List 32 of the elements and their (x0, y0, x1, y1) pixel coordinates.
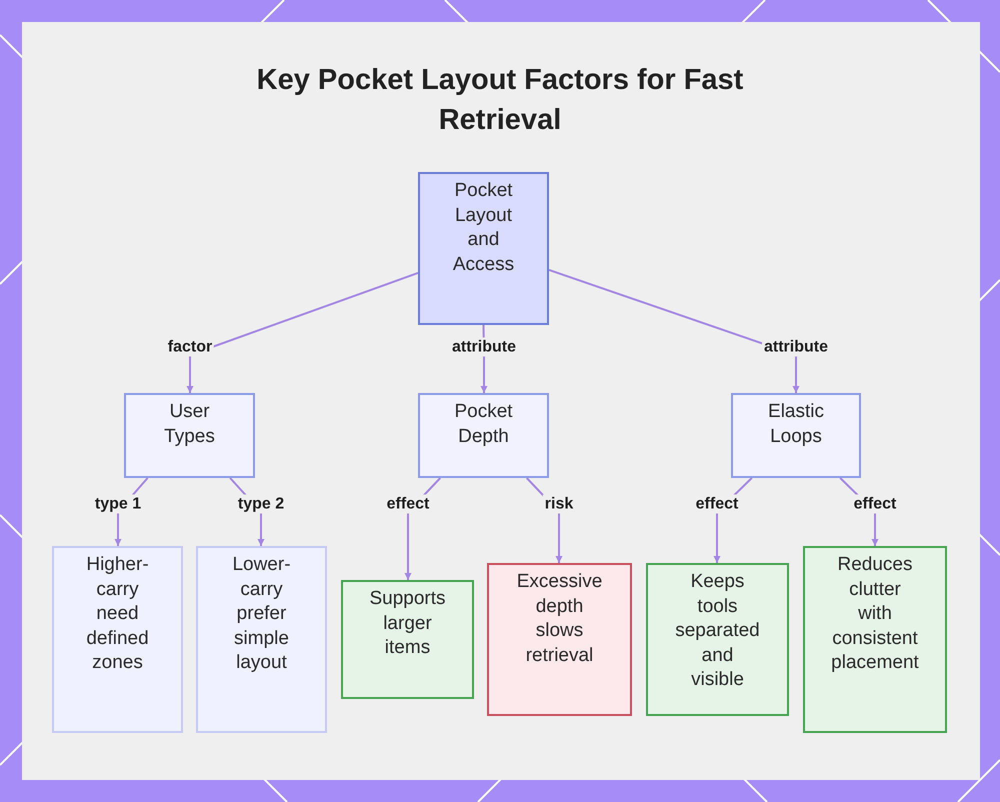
category-box (418, 393, 549, 478)
node-text: Elastic Loops (767, 400, 825, 448)
edge-label: effect (384, 494, 432, 514)
node-text: Supports larger items (368, 587, 447, 660)
title: Key Pocket Layout Factors for Fast Retrieval (256, 63, 744, 138)
node-text: Pocket Depth (453, 400, 514, 448)
type-box (196, 546, 327, 733)
node-text: Reduces clutter with consistent placement (830, 553, 920, 675)
edge-label: effect (694, 494, 740, 514)
edge-label: attribute (762, 338, 830, 356)
edge-label: factor (166, 338, 214, 356)
node-text: Lower-carry prefer simple layout (231, 553, 292, 675)
node-text: User Types (163, 400, 216, 448)
node-text: Higher-carry need defined zones (85, 553, 150, 675)
edge-label: effect (852, 494, 898, 514)
type-box (52, 546, 183, 733)
connector-arrow (186, 272, 418, 393)
node-text: Excessive depth slows retrieval (516, 570, 604, 668)
edge-label: type 1 (92, 494, 144, 514)
edge-label: risk (542, 494, 576, 514)
connector-arrow (548, 268, 800, 393)
node-text: Keeps tools separated and visible (674, 570, 760, 692)
risk-box (487, 563, 632, 716)
effect-box (341, 580, 474, 699)
effect-box (646, 563, 789, 716)
category-box (731, 393, 861, 478)
topic-box (418, 172, 549, 325)
node-text: Pocket Layout and Access (452, 179, 516, 276)
edge-label: type 2 (236, 494, 286, 514)
category-box (124, 393, 255, 478)
edge-label: attribute (450, 338, 518, 356)
effect-box (803, 546, 947, 733)
